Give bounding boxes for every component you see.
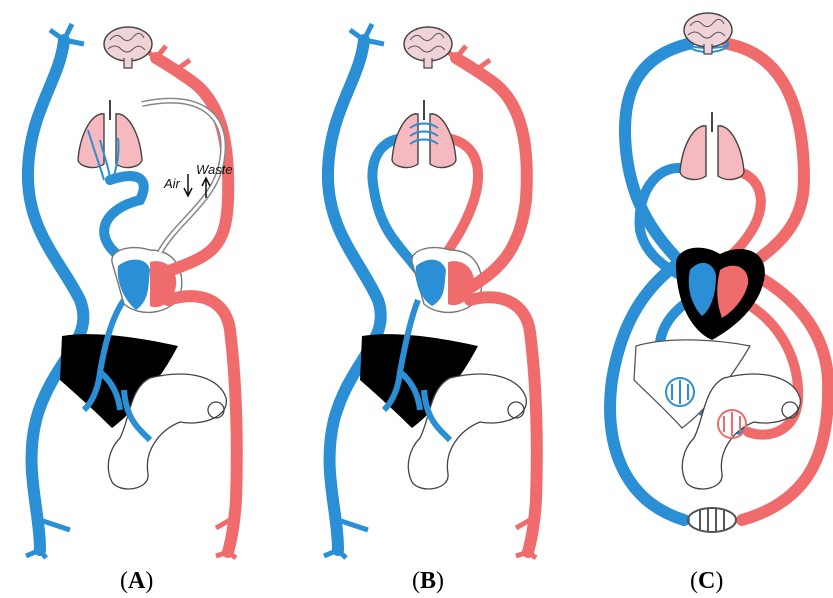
panel-c-lungs — [680, 112, 744, 179]
panel-label-b: (B) — [412, 568, 444, 595]
panel-a-waste-label: Waste — [196, 162, 233, 177]
panel-label-a: (A) — [120, 568, 153, 595]
panel-b-venous-head-branches — [350, 24, 384, 44]
circulation-diagram: Air Waste — [0, 0, 833, 560]
panel-c-diagram — [610, 13, 828, 532]
panel-a-air-label: Air — [163, 176, 181, 191]
panel-b-lungs — [392, 100, 456, 167]
panel-a-arterial-descending — [168, 296, 237, 552]
panel-a-diagram: Air Waste — [26, 24, 237, 558]
panel-b-lung-capillaries — [410, 124, 438, 145]
panel-a-venous-trunk — [28, 40, 84, 550]
panel-label-c: (C) — [690, 568, 723, 595]
panel-b-venous-trunk — [328, 40, 381, 550]
panel-c-leg-capillaries — [688, 508, 736, 532]
panel-c-venous-outer-loop — [610, 44, 688, 520]
panel-a-air-arrow-down — [184, 174, 192, 196]
panel-b-arterial-descending — [470, 297, 537, 552]
panel-b-diagram — [324, 24, 537, 558]
panel-a-brain — [104, 27, 152, 68]
panel-a-venous-head-branches — [50, 24, 84, 44]
panel-a-lungs — [78, 100, 142, 167]
panel-b-brain — [404, 27, 452, 68]
